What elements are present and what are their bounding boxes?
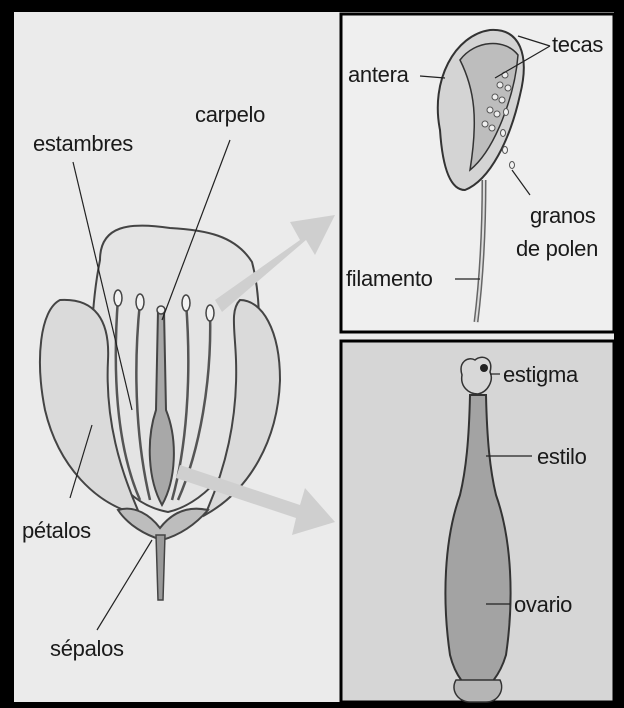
stigma-dark-tip xyxy=(480,364,488,372)
label-antera: antera xyxy=(348,64,409,86)
label-granos: granos xyxy=(530,205,595,227)
stem xyxy=(156,535,165,600)
label-estambres: estambres xyxy=(33,133,133,155)
label-tecas: tecas xyxy=(552,34,603,56)
label-estigma: estigma xyxy=(503,364,578,386)
label-de-polen: de polen xyxy=(516,238,598,260)
label-petalos: pétalos xyxy=(22,520,91,542)
stigma xyxy=(461,357,491,394)
receptacle xyxy=(454,680,502,702)
label-filamento: filamento xyxy=(346,268,433,290)
carpel-stigma xyxy=(157,306,165,314)
label-ovario: ovario xyxy=(514,594,572,616)
label-sepalos: sépalos xyxy=(50,638,124,660)
label-estilo: estilo xyxy=(537,446,587,468)
label-carpelo: carpelo xyxy=(195,104,265,126)
